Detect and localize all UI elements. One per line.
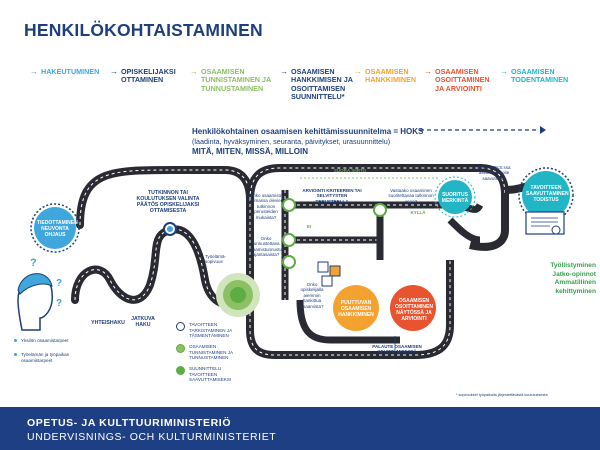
tyoelama-label: Työelämä- sopivuus xyxy=(205,254,227,265)
arrow-right-icon: → xyxy=(110,67,118,76)
yhteishaku-label: YHTEISHAKU xyxy=(91,320,125,326)
page-title: HENKILÖKOHTAISTAMINEN xyxy=(24,20,263,40)
tiedottaminen-circle xyxy=(34,207,76,249)
tunnistaminen-circle-inner xyxy=(230,287,246,303)
suoritus-circle xyxy=(438,180,472,214)
step-opiskelijaksi: → OPISKELIJAKSI OTTAMINEN xyxy=(110,67,180,85)
decision-ring xyxy=(282,233,296,247)
road-center-line xyxy=(249,260,451,356)
step-tunnistaminen: → OSAAMISEN TUNNISTAMINEN JA TUNNUSTAMIN… xyxy=(190,67,278,93)
road-center-line xyxy=(79,169,251,265)
legend-label: Työelämän ja työpaikan osaamistarpeet xyxy=(21,352,70,363)
onko-aiemmin-label: Onko opiskelijalla aiemmin hankittua osa… xyxy=(300,282,324,309)
jatkuva-haku-label: JATKUVA HAKU xyxy=(131,316,155,328)
legend-item: Yksilön osaamistarpeet xyxy=(14,338,74,344)
osoittaminen-circle xyxy=(390,285,436,331)
step-todentaminen: → OSAAMISEN TODENTAMINEN xyxy=(500,67,570,85)
osaamisen-osoittaminen-label: OSAAMISEN OSOITTAMINEN NÄYTÖSSÄ JA ARVIO… xyxy=(395,298,433,322)
step-label: OSAAMISEN TUNNISTAMINEN JA TUNNUSTAMINEN xyxy=(201,67,271,93)
outcomes-list: Työllistyminen Jatko-opinnot Ammatilline… xyxy=(518,262,596,296)
arrow-right-icon: → xyxy=(280,67,288,76)
road-segment xyxy=(76,166,254,269)
decision-ring xyxy=(282,198,296,212)
checkpoint-dot xyxy=(167,226,173,232)
ei-label: EI xyxy=(306,224,312,229)
suora-siirto-label: SUORA SIIRTO xyxy=(333,168,367,173)
legend-label: TAVOITTEEN TARKISTAMINEN JA TÄSMENTÄMINE… xyxy=(189,322,232,338)
step-label: OSAAMISEN OSOITTAMINEN JA ARVIOINTI xyxy=(435,67,490,93)
arrow-head-icon xyxy=(540,126,546,134)
step-suunnittelu: → OSAAMISEN HANKKIMISEN JA OSOITTAMISEN … xyxy=(280,67,356,101)
legend-item: OSAAMISEN TUNNISTAMINEN JA TUNNUSTAMINEN xyxy=(176,344,248,361)
certificate-icon xyxy=(525,211,565,235)
tiedottaminen-label: TIEDOTTAMINEN NEUVONTA OHJAUS xyxy=(37,220,78,238)
legend-dot-icon xyxy=(14,353,17,356)
road-segment xyxy=(447,217,481,244)
puuttuva-label: PUUTTUVAN OSAAMISEN HANKKIMINEN xyxy=(338,300,374,318)
green-ring-icon xyxy=(176,344,185,353)
road-center-line xyxy=(249,167,506,201)
onko-osaamista-label: Onko osaamista voimassa olevien tutkinno… xyxy=(248,193,284,220)
legend-dot-icon xyxy=(14,339,17,342)
legend-label: Yksilön osaamistarpeet xyxy=(21,338,69,343)
person-icon xyxy=(17,273,53,331)
hankkiminen-circle xyxy=(333,285,379,331)
arviointi-label: ARVIOINTI KRITEERIEN TAI SELVITYSTEN PER… xyxy=(302,188,362,204)
tavoitteen-label: TAVOITTEEN SAAVUTTAMINEN TODISTUS xyxy=(526,185,569,203)
question-icon: ? xyxy=(56,298,62,309)
step-label: OSAAMISEN HANKKIMISEN JA OSOITTAMISEN SU… xyxy=(291,67,353,101)
step-label: OSAAMISEN HANKKIMINEN xyxy=(365,67,417,85)
road-segment xyxy=(296,299,400,344)
step-label: OSAAMISEN TODENTAMINEN xyxy=(511,67,569,85)
road-segment xyxy=(469,195,509,251)
circle-ring xyxy=(30,203,80,253)
hoks-subtitle: (laadinta, hyväksyminen, seuranta, päivi… xyxy=(192,137,391,146)
arrow-right-icon: → xyxy=(354,67,362,76)
tutkinnon-label: TUTKINNON TAI KOULUTUKSEN VALINTA PÄÄTÖS… xyxy=(136,190,200,214)
legend-label: OSAAMISEN TUNNISTAMINEN JA TUNNUSTAMINEN xyxy=(189,344,233,360)
footer-bar: OPETUS- JA KULTTUURIMINISTERIÖ UNDERVISN… xyxy=(0,407,600,450)
decision-ring xyxy=(373,203,387,217)
tavoitteen-circle xyxy=(522,171,570,219)
outcome-item: Työllistyminen xyxy=(550,262,596,269)
hoks-block: Henkilökohtainen osaamisen kehittämissuu… xyxy=(192,127,502,157)
outcome-item: Ammatillinen kehittyminen xyxy=(554,279,596,295)
hoks-title: Henkilökohtainen osaamisen kehittämissuu… xyxy=(192,127,424,136)
vastaako-label: Vastaako osaaminen suoritettavaa tutkinn… xyxy=(388,188,434,204)
arrow-right-icon: → xyxy=(424,67,432,76)
arrow-right-icon: → xyxy=(500,67,508,76)
hoks-questions: MITÄ, MITEN, MISSÄ, MILLOIN xyxy=(192,147,308,156)
step-label: OPISKELIJAKSI OTTAMINEN xyxy=(121,67,176,85)
step-arviointi: → OSAAMISEN OSOITTAMINEN JA ARVIOINTI xyxy=(424,67,494,93)
green-dot-icon xyxy=(176,366,185,375)
legend-label: SUUNNITTELU TAVOITTEEN SAAVUTTAMISEKSI xyxy=(189,366,232,382)
outcome-item: Jatko-opinnot xyxy=(552,270,596,278)
step-hakeutuminen: → HAKEUTUMINEN xyxy=(30,67,102,76)
step-hankkiminen: → OSAAMISEN HANKKIMINEN xyxy=(354,67,418,85)
process-steps: → HAKEUTUMINEN → OPISKELIJAKSI OTTAMINEN… xyxy=(30,67,590,108)
target-ring-icon xyxy=(176,322,185,331)
step-label: HAKEUTUMINEN xyxy=(41,67,100,76)
onko-hankitut-label: Onko tunnustettava osaamistunnustus ajan… xyxy=(248,236,285,258)
kylla-label: KYLLÄ xyxy=(410,210,426,215)
onko-hoks-label: Onko HOKS:ssa asetettu tavoite saavutett… xyxy=(477,165,511,181)
question-icon: ? xyxy=(56,278,62,289)
legend-item: SUUNNITTELU TAVOITTEEN SAAVUTTAMISEKSI xyxy=(176,366,248,383)
decision-ring xyxy=(282,255,296,269)
road-center-line xyxy=(74,228,246,306)
ministry-name-fi: OPETUS- JA KULTTUURIMINISTERIÖ xyxy=(27,417,232,429)
arrow-right-icon: → xyxy=(30,67,38,76)
palaute-label: PALAUTE OSAAMISEN KEHITTYMISESTÄ xyxy=(372,344,422,355)
footnote: * sopimukset työpaikalla järjestettäväst… xyxy=(456,393,548,397)
circle-ring xyxy=(434,176,476,218)
arrow-right-icon: → xyxy=(190,67,198,76)
legend-item: Työelämän ja työpaikan osaamistarpeet xyxy=(14,352,74,363)
suoritus-label: SUORITUS MERKINTÄ xyxy=(441,192,469,204)
ministry-name-sv: UNDERVISNINGS- OCH KULTURMINISTERIET xyxy=(27,431,277,443)
puzzle-icon xyxy=(317,261,341,287)
question-icon: ? xyxy=(30,257,37,269)
circle-ring xyxy=(518,167,574,223)
legend-item: TAVOITTEEN TARKISTAMINEN JA TÄSMENTÄMINE… xyxy=(176,322,248,339)
